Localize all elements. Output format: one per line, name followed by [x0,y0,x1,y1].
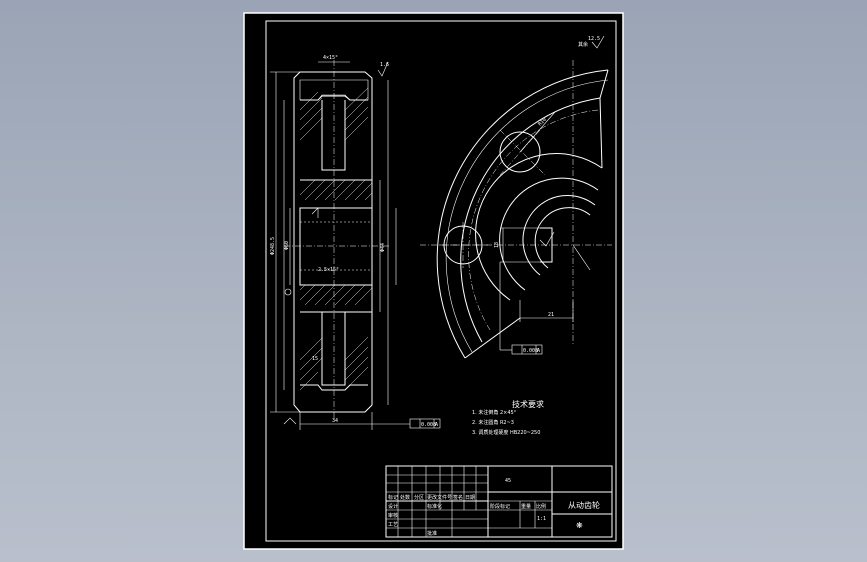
tb-change: 更改文件号 [427,494,452,501]
note-2: 2. 未注圆角 R2~3 [472,419,514,426]
svg-text:0.008: 0.008 [523,348,538,354]
roughness-top-label: 1.6 [380,62,389,68]
hub-dia-label: Φ60 [284,241,290,250]
hole-upper [499,131,541,173]
notes-title: 技术要求 [512,399,544,409]
face-width-label: 34 [332,418,338,424]
section-view [270,60,397,430]
roughness-corner-symbol [591,35,605,49]
key-depth-label: 21 [548,312,554,318]
diam-center-label: Φ44 [380,243,386,252]
front-view [420,60,612,359]
roughness-top-symbol [377,61,389,77]
tb-role-craft: 工艺 [388,522,398,528]
tb-mark: 标记 [388,494,398,501]
tb-role-review: 审核 [388,512,398,519]
roughness-key-symbol [539,231,555,247]
top-chamfer-label: 4×15° [323,55,338,61]
datum-symbol-bottom [283,417,297,425]
hub-width-label: 15 [312,356,318,362]
hatching [299,87,373,391]
key-width-label: 18 [494,242,500,248]
roughness-corner-label: 12.5 [588,36,600,42]
note-3: 3. 调质处理硬度 HB220~250 [472,429,540,436]
tb-approve: 批准 [427,530,437,537]
datum-circle [284,288,292,296]
tb-zone: 分区 [414,494,424,501]
tb-count: 处数 [400,494,410,501]
tb-sign: 签名 [453,494,463,501]
technical-notes: 技术要求 1. 未注倒角 2×45° 2. 未注圆角 R2~3 3. 调质处理硬… [472,399,544,436]
tb-role-design: 设计 [388,503,398,510]
svg-text:A: A [435,422,438,428]
bore-chamfer-label: 2.5×15° [318,267,339,273]
corner-symbol-label: 其余 [578,41,588,48]
tb-scale: 比例 [536,503,546,510]
key-radius-label: R10 [537,117,548,128]
tb-std: 标准化 [427,503,442,510]
tb-material: 45 [505,478,511,484]
tb-sheet: 1:1 [537,516,546,522]
roughness-bore-symbol [311,207,319,218]
svg-text:A: A [537,348,540,354]
svg-text:0.008: 0.008 [421,422,436,428]
tolerance-frame-lower: 0.008 A [511,344,543,355]
title-block [385,465,613,538]
note-1: 1. 未注倒角 2×45° [472,409,517,416]
tb-date: 日期 [465,495,475,501]
tb-stage: 阶段标记 [490,503,510,510]
tb-symbol: ❋ [576,521,583,530]
tolerance-frame-bottom: 0.008 A [372,418,441,429]
tb-weight: 重量 [521,503,531,510]
drawing-sheet [243,12,624,550]
tb-part-name: 从动齿轮 [568,500,600,510]
drawing-frame [265,20,617,542]
diam-left-label: Φ248.5 [270,237,276,255]
